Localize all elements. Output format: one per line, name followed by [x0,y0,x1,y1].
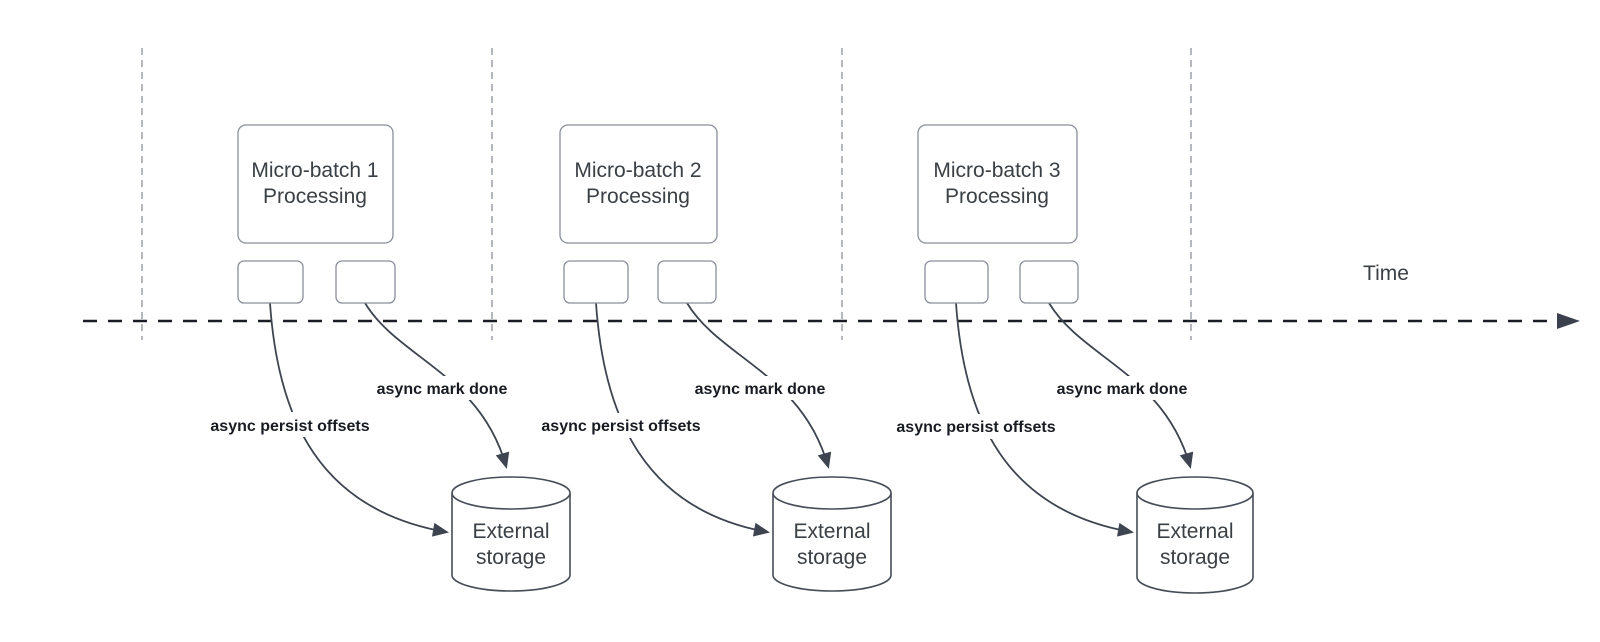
offset-commit-box-2b [657,260,717,304]
persist-offsets-label-mask-1 [196,412,384,437]
storage-cylinder-body-3 [1136,493,1254,594]
mark-done-label-3: async mark done [1057,381,1188,398]
micro-batch-group-2: Micro-batch 2 Processing async persist o… [527,124,892,592]
processing-box-1 [237,124,394,244]
mark-done-label-mask-1 [362,376,523,400]
persist-offsets-label-mask-3 [882,414,1070,439]
processing-box-2-title-line2: Processing [586,185,690,208]
storage-label-3-line2: storage [1160,546,1230,569]
storage-label-1-line1: External [472,520,549,543]
persist-offsets-arrow-1 [269,302,449,537]
micro-batch-group-1: Micro-batch 1 Processing async persist o… [196,124,571,592]
processing-box-2-title-line1: Micro-batch 2 [574,159,701,182]
offset-commit-box-1b [335,260,396,304]
mark-done-label-mask-2 [680,376,841,400]
storage-cylinder-top-1 [451,476,571,510]
time-axis-label: Time [1363,262,1409,285]
mark-done-arrow-1 [364,302,510,469]
micro-batch-group-3: Micro-batch 3 Processing async persist o… [882,124,1254,594]
processing-box-2 [559,124,718,244]
storage-cylinder-body-2 [772,493,892,592]
persist-offsets-arrow-2 [595,302,770,537]
storage-label-2-line2: storage [797,546,867,569]
persist-offsets-label-mask-2 [527,413,715,438]
mark-done-label-mask-3 [1042,376,1203,400]
processing-box-1-title-line2: Processing [263,185,367,208]
persist-offsets-label-3: async persist offsets [896,419,1055,436]
offset-commit-box-3a [924,260,989,304]
processing-box-3-title-line2: Processing [945,185,1049,208]
offset-commit-box-3b [1019,260,1079,304]
storage-label-2-line1: External [793,520,870,543]
storage-cylinder-top-3 [1136,476,1254,510]
persist-offsets-arrow-3 [955,302,1134,537]
time-axis-arrowhead-icon [1557,313,1580,329]
processing-box-1-title-line1: Micro-batch 1 [251,159,378,182]
storage-cylinder-body-1 [451,493,571,592]
mark-done-arrow-3 [1048,302,1194,469]
persist-offsets-label-2: async persist offsets [541,418,700,435]
storage-cylinder-top-2 [772,476,892,510]
storage-label-3-line1: External [1156,520,1233,543]
mark-done-label-1: async mark done [377,381,508,398]
storage-label-1-line2: storage [476,546,546,569]
offset-commit-box-1a [237,260,304,304]
persist-offsets-label-1: async persist offsets [210,418,369,435]
processing-box-3 [917,124,1078,244]
offset-commit-box-2a [563,260,629,304]
mark-done-label-2: async mark done [695,381,826,398]
mark-done-arrow-2 [686,302,832,469]
processing-box-3-title-line1: Micro-batch 3 [933,159,1060,182]
